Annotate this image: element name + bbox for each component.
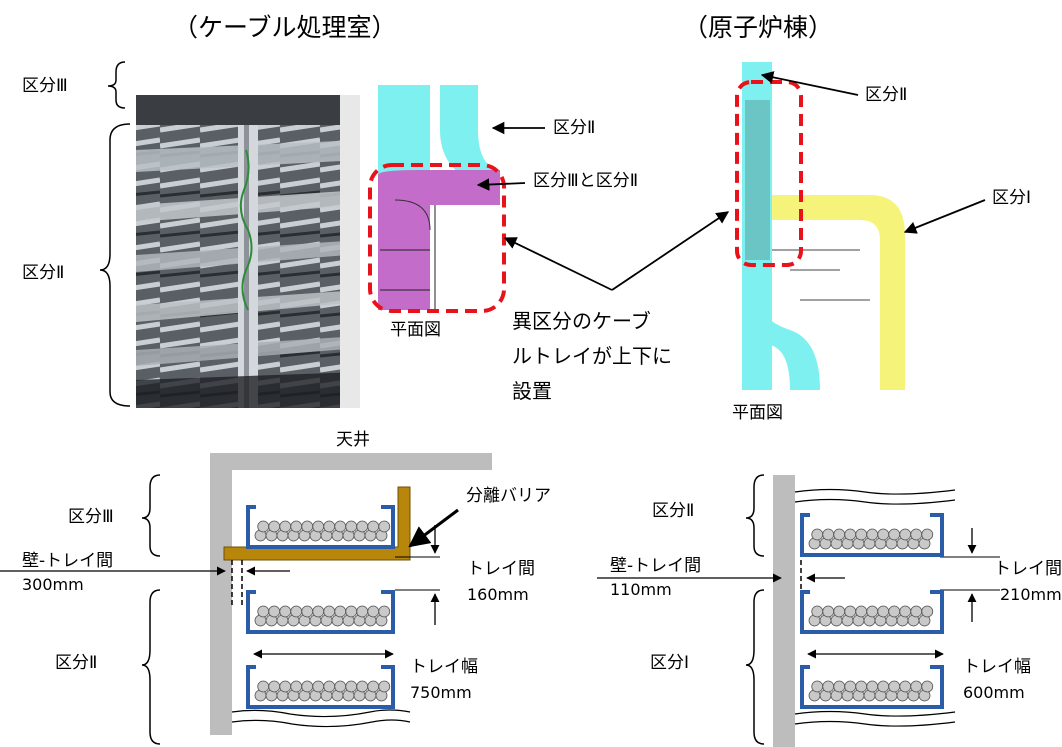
label-plan-right: 平面図	[732, 403, 783, 423]
tray-right-division-2	[800, 513, 944, 557]
tray-left-division-2-lower	[246, 665, 395, 709]
label-bottom-right-division-2: 区分Ⅱ	[652, 501, 695, 521]
label-bottom-division-3: 区分Ⅲ	[68, 507, 114, 527]
tray-left-division-2-upper	[246, 590, 395, 634]
top-arrows	[476, 71, 986, 291]
label-wall-tray-gap-left: 壁-トレイ間	[22, 551, 114, 571]
label-separation-barrier: 分離バリア	[466, 486, 551, 506]
cable-room-plan	[360, 85, 510, 315]
value-tray-gap-left: 160mm	[467, 585, 529, 604]
value-tray-width-right: 600mm	[963, 683, 1025, 702]
value-tray-gap-right: 210mm	[1000, 585, 1062, 604]
value-wall-tray-gap-right: 110mm	[610, 580, 672, 599]
label-ceiling: 天井	[336, 430, 370, 450]
tray-left-division-3	[246, 505, 395, 549]
label-reactor-division-1: 区分Ⅰ	[992, 188, 1032, 208]
tray-layer	[246, 505, 944, 709]
note-line-2: ルトレイが上下に	[512, 344, 672, 368]
tray-right-division-1-upper	[800, 590, 944, 634]
label-division-3-top: 区分Ⅲ	[22, 76, 68, 96]
value-wall-tray-gap-left: 300mm	[22, 575, 84, 594]
note-line-1: 異区分のケーブ	[512, 309, 651, 333]
bottom-right-braces	[745, 474, 765, 745]
label-plan-division-3-and-2: 区分Ⅲと区分Ⅱ	[533, 171, 639, 191]
top-left-braces	[99, 61, 131, 407]
label-reactor-division-2: 区分Ⅱ	[865, 85, 908, 105]
label-bottom-right-division-1: 区分Ⅰ	[650, 653, 690, 673]
bottom-left-braces	[141, 474, 161, 745]
label-tray-width-left: トレイ幅	[410, 657, 478, 677]
label-plan-left: 平面図	[390, 320, 441, 340]
tray-right-division-1-lower	[800, 665, 944, 709]
label-plan-division-2: 区分Ⅱ	[553, 118, 596, 138]
title-reactor-building: （原子炉棟）	[683, 13, 834, 42]
label-tray-gap-left: トレイ間	[467, 559, 535, 579]
label-bottom-division-2: 区分Ⅱ	[55, 653, 98, 673]
title-cable-room: （ケーブル処理室）	[173, 13, 397, 42]
label-division-2-photo: 区分Ⅱ	[22, 263, 65, 283]
label-tray-width-right: トレイ幅	[963, 657, 1031, 677]
label-tray-gap-right: トレイ間	[994, 559, 1062, 579]
bottom-left-section	[0, 453, 492, 735]
value-tray-width-left: 750mm	[410, 683, 472, 702]
bottom-right-section	[597, 475, 1000, 747]
note-line-3: 設置	[512, 379, 552, 403]
label-wall-tray-gap-right: 壁-トレイ間	[610, 556, 702, 576]
reactor-plan	[735, 60, 905, 400]
cable-room-photo	[136, 95, 360, 408]
